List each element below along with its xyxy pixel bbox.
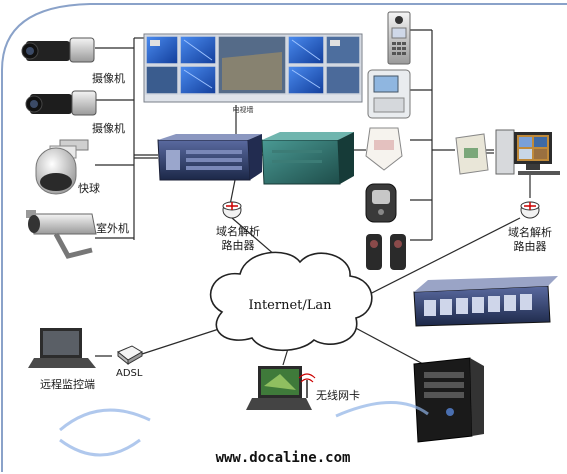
door-intercom-icon: [387, 11, 411, 65]
router-right-icon: [520, 201, 540, 219]
alarm-panel-icon: [367, 69, 411, 119]
adsl-modem-icon: [117, 345, 143, 366]
video-wall-label: 电视墙: [233, 105, 254, 114]
beam-detector-icon: [366, 234, 406, 270]
outdoor-camera-icon: [26, 210, 97, 259]
camera-2-label: 摄像机: [92, 121, 125, 135]
card-reader-icon: [455, 133, 489, 175]
pir-detector-icon: [365, 127, 403, 171]
cloud-label: Internet/Lan: [248, 298, 332, 313]
video-wall: 电视墙: [143, 33, 363, 114]
adsl-label: ADSL: [116, 368, 143, 379]
wireless-card-label: 无线网卡: [316, 388, 360, 402]
storage-array-icon: [413, 276, 558, 327]
server-tower-icon: [413, 357, 484, 443]
camera-2-icon: [25, 90, 97, 116]
website-footer: www.docaline.com: [216, 450, 351, 466]
wireless-laptop-icon: [246, 366, 312, 410]
camera-1-icon: [21, 37, 95, 63]
remote-laptop-icon: [28, 328, 96, 368]
outer-frame: [0, 3, 567, 472]
dome-camera-icon: [35, 139, 89, 195]
dome-camera-label: 快球: [78, 181, 100, 195]
antenna-icon: [298, 373, 316, 398]
camera-1-label: 摄像机: [92, 71, 125, 85]
router-left-icon: [222, 201, 242, 219]
internet-cloud-icon: [209, 251, 373, 351]
router-left-label-2: 路由器: [222, 238, 255, 252]
glass-break-sensor-icon: [365, 183, 397, 223]
dvr-rack-icon: [157, 134, 262, 181]
outdoor-camera-label: 室外机: [96, 221, 129, 235]
router-left-label-1: 域名解析: [216, 224, 260, 238]
matrix-switch-icon: [261, 132, 354, 185]
remote-monitor-label: 远程监控端: [40, 377, 95, 391]
decorative-swoosh: [59, 401, 429, 457]
router-right-label-2: 路由器: [514, 239, 547, 253]
router-right-label-1: 域名解析: [508, 225, 552, 239]
monitoring-pc-icon: [495, 129, 560, 175]
